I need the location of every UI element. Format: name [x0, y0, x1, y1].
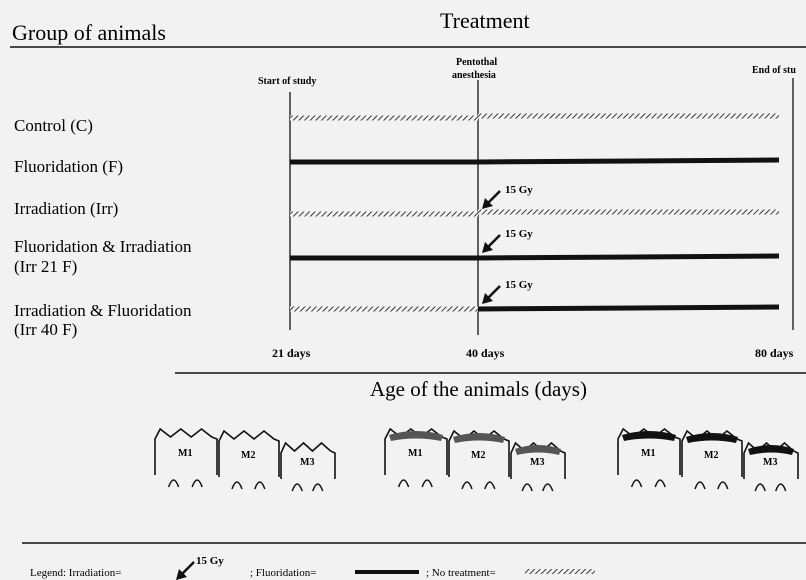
- no-treatment-segment: [290, 212, 478, 217]
- group-header: Group of animals: [12, 20, 166, 45]
- fluoridation-segment: [478, 256, 779, 258]
- molar-label: M2: [704, 450, 718, 461]
- fluoridation-segment: [478, 307, 779, 309]
- molar-3: M3: [281, 443, 335, 491]
- legend-fluoridation-label: ; Fluoridation=: [250, 567, 316, 579]
- axis-title: Age of the animals (days): [370, 377, 587, 401]
- group-rows: Control (C) Fluoridation (F) Irradiation (…: [14, 114, 779, 340]
- group-label: (Irr 21 F): [14, 257, 77, 276]
- group-label: Control (C): [14, 116, 93, 135]
- dose-label: 15 Gy: [505, 279, 533, 291]
- molar-label: M3: [530, 457, 544, 468]
- legend-prefix: Legend: Irradiation=: [30, 567, 121, 579]
- group-label: Irradiation (Irr): [14, 199, 118, 218]
- molar-1: M1: [618, 429, 680, 487]
- molar-label: M3: [763, 457, 777, 468]
- molar-1: M1: [155, 429, 217, 487]
- molar-2: M2: [219, 431, 279, 489]
- legend-irradiation-arrow-icon: [176, 562, 194, 580]
- molar-3: M3: [511, 443, 565, 491]
- molar-2: M2: [682, 431, 742, 489]
- group-row: Irradiation (Irr) 15 Gy: [14, 184, 779, 218]
- group-row: Irradiation & Fluoridation(Irr 40 F) 15 G…: [14, 279, 779, 339]
- irradiation-arrow-icon: [482, 286, 500, 304]
- group-label: Irradiation & Fluoridation: [14, 301, 192, 320]
- day-label-40: 40 days: [466, 346, 505, 360]
- group-row: Fluoridation (F): [14, 157, 779, 176]
- irradiation-arrow-icon: [482, 235, 500, 253]
- no-treatment-segment: [290, 307, 478, 312]
- irradiation-arrow-icon: [482, 191, 500, 209]
- anesthesia-label: anesthesia: [452, 70, 496, 81]
- molar-label: M1: [408, 448, 422, 459]
- group-label: (Irr 40 F): [14, 320, 77, 339]
- no-treatment-segment: [290, 116, 478, 121]
- end-of-study-label: End of stu: [752, 65, 796, 76]
- pentothal-label: Pentothal: [456, 57, 497, 68]
- start-of-study-label: Start of study: [258, 76, 316, 87]
- molar-1: M1: [385, 429, 447, 487]
- molar-label: M2: [471, 450, 485, 461]
- molar-3: M3: [744, 443, 798, 491]
- group-label: Fluoridation (F): [14, 157, 123, 176]
- day-label-80: 80 days: [755, 346, 794, 360]
- treatment-header: Treatment: [440, 8, 530, 33]
- fluoridation-segment: [478, 160, 779, 162]
- molar-label: M1: [178, 448, 192, 459]
- no-treatment-segment: [478, 114, 779, 119]
- legend-dose: 15 Gy: [196, 555, 224, 567]
- no-treatment-segment: [478, 210, 779, 215]
- legend-no-treatment-label: ; No treatment=: [426, 567, 496, 579]
- day-label-21: 21 days: [272, 346, 311, 360]
- dose-label: 15 Gy: [505, 228, 533, 240]
- legend-no-treatment-swatch: [525, 569, 595, 574]
- molar-2: M2: [449, 431, 509, 489]
- dose-label: 15 Gy: [505, 184, 533, 196]
- molar-label: M2: [241, 450, 255, 461]
- molar-label: M3: [300, 457, 314, 468]
- molar-label: M1: [641, 448, 655, 459]
- group-row: Fluoridation & Irradiation(Irr 21 F) 15 G…: [14, 228, 779, 276]
- group-label: Fluoridation & Irradiation: [14, 237, 192, 256]
- group-row: Control (C): [14, 114, 779, 136]
